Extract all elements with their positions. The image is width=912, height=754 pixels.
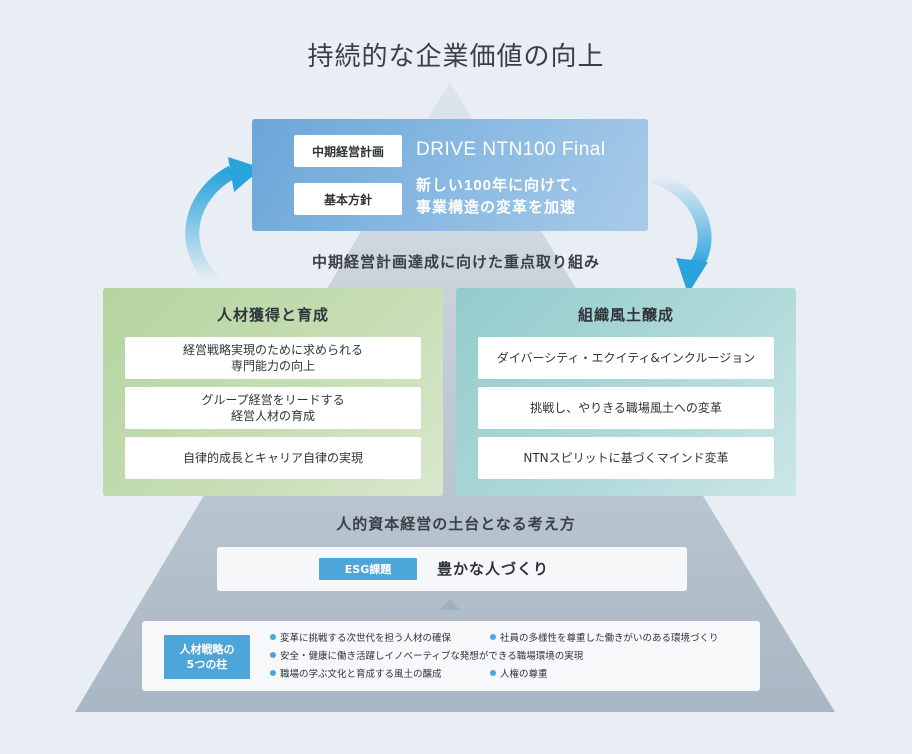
pillar-text: 安全・健康に働き活躍しイノベーティブな発想ができる職場環境の実現	[280, 651, 584, 662]
theme-talent-item: 経営戦略実現のために求められる 専門能力の向上	[125, 337, 421, 379]
pillars-badge: 人材戦略の 5つの柱	[164, 635, 250, 679]
pillar-item: 安全・健康に働き活躍しイノベーティブな発想ができる職場環境の実現	[270, 648, 583, 662]
theme-culture-box: 組織風土醸成 ダイバーシティ・エクイティ&インクルージョン 挑戦し、やりきる職場…	[456, 288, 796, 496]
mid-term-plan-box: 中期経営計画 DRIVE NTN100 Final 基本方針 新しい100年に向…	[252, 119, 648, 231]
foundation-heading: 人的資本経営の土台となる考え方	[336, 515, 576, 533]
theme-culture-title: 組織風土醸成	[577, 306, 674, 324]
bullet-dot-icon	[270, 670, 276, 676]
pillars-box: 人材戦略の 5つの柱 変革に挑戦する次世代を担う人材の確保 社員の多様性を尊重し…	[142, 621, 760, 691]
bullet-dot-icon	[270, 634, 276, 640]
esg-box: ESG課題 豊かな人づくり	[217, 547, 687, 591]
plan-label-policy: 基本方針	[294, 183, 402, 215]
bullet-dot-icon	[490, 670, 496, 676]
up-pointer-icon	[440, 599, 460, 610]
page-title: 持続的な企業価値の向上	[307, 42, 605, 72]
pillar-text: 変革に挑戦する次世代を担う人材の確保	[280, 633, 452, 644]
theme-culture-item: ダイバーシティ・エクイティ&インクルージョン	[478, 337, 774, 379]
theme-culture-item: 挑戦し、やりきる職場風土への変革	[478, 387, 774, 429]
cycle-arrow-right-icon	[649, 169, 712, 294]
pillar-item: 人権の尊重	[490, 666, 548, 680]
esg-text: 豊かな人づくり	[437, 560, 550, 578]
theme-talent-box: 人材獲得と育成 経営戦略実現のために求められる 専門能力の向上 グループ経営をリ…	[103, 288, 443, 496]
pillar-text: 職場の学ぶ文化と育成する風土の醸成	[280, 669, 442, 680]
theme-talent-item: 自律的成長とキャリア自律の実現	[125, 437, 421, 479]
theme-culture-item: NTNスピリットに基づくマインド変革	[478, 437, 774, 479]
bullet-dot-icon	[270, 652, 276, 658]
pillar-item: 変革に挑戦する次世代を担う人材の確保	[270, 630, 451, 644]
plan-label-midterm: 中期経営計画	[294, 135, 402, 167]
theme-talent-title: 人材獲得と育成	[216, 306, 329, 324]
plan-value-midterm: DRIVE NTN100 Final	[416, 139, 606, 160]
priority-heading: 中期経営計画達成に向けた重点取り組み	[311, 253, 600, 271]
pillar-text: 社員の多様性を尊重した働きがいのある環境づくり	[500, 633, 719, 644]
theme-talent-item: グループ経営をリードする 経営人材の育成	[125, 387, 421, 429]
bullet-dot-icon	[490, 634, 496, 640]
esg-badge: ESG課題	[319, 558, 417, 580]
pillar-item: 職場の学ぶ文化と育成する風土の醸成	[270, 666, 442, 680]
pillar-item: 社員の多様性を尊重した働きがいのある環境づくり	[490, 630, 719, 644]
pillar-text: 人権の尊重	[500, 669, 548, 680]
plan-value-policy: 新しい100年に向けて、 事業構造の変革を加速	[416, 177, 588, 216]
